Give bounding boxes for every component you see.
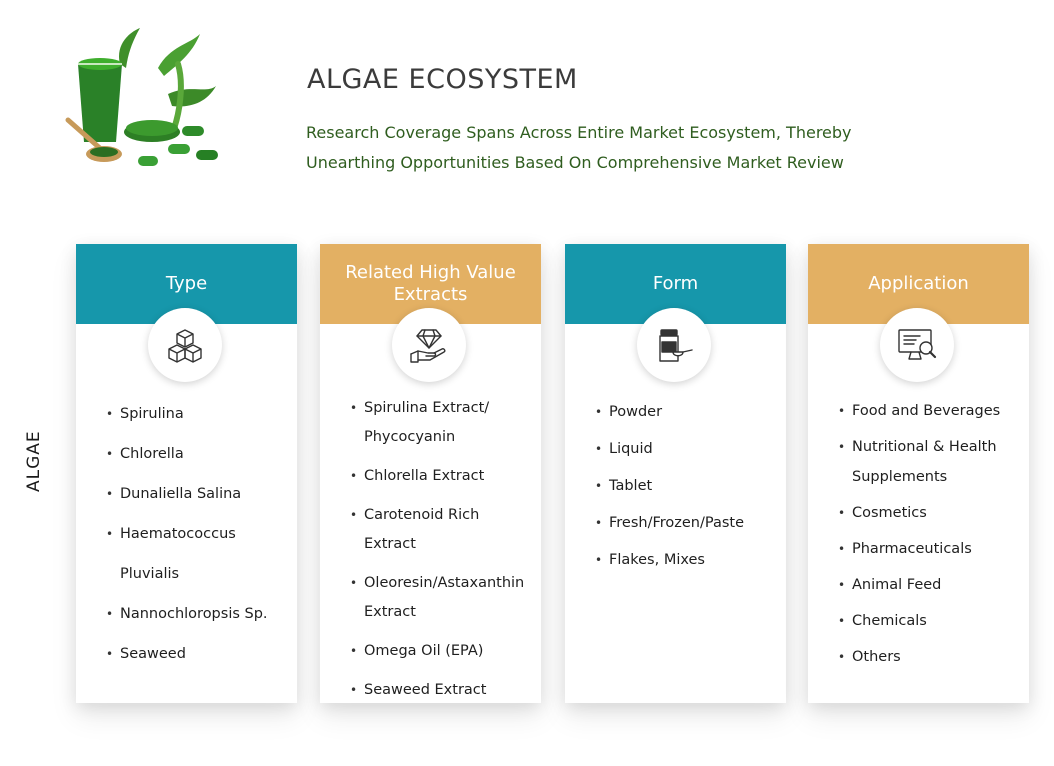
page-title: ALGAE ECOSYSTEM [307, 64, 578, 95]
extracts-list: Spirulina Extract/ Phycocyanin Chlorella… [350, 394, 533, 715]
type-list: Spirulina Chlorella Dunaliella Salina Ha… [106, 394, 289, 674]
algae-product-illustration [65, 28, 218, 166]
page-subtitle: Research Coverage Spans Across Entire Ma… [306, 118, 946, 178]
list-item: Chemicals [838, 606, 1021, 636]
list-item: Fresh/Frozen/Paste [595, 505, 778, 542]
list-item: Oleoresin/Astaxanthin Extract [350, 569, 539, 627]
cubes-icon [148, 308, 222, 382]
list-item: Others [838, 642, 1021, 672]
card-header-extracts: Related High Value Extracts [320, 244, 541, 324]
list-item: Seaweed Extract [350, 676, 533, 705]
list-item: Seaweed [106, 634, 289, 674]
list-item: Powder [595, 394, 778, 431]
list-item: Pluvialis [120, 566, 180, 582]
list-item: Pharmaceuticals [838, 534, 1021, 564]
list-item: Haematococcus [106, 514, 289, 554]
card-type: Type Spirulina Chlorella Dunaliella Sali… [76, 244, 297, 703]
list-item: Liquid [595, 431, 778, 468]
list-item: Tablet [595, 468, 778, 505]
card-extracts: Related High Value Extracts Spirulina Ex… [320, 244, 541, 705]
side-label-algae: ALGAE [24, 430, 44, 492]
list-item: Cosmetics [838, 498, 1021, 528]
list-item: Dunaliella Salina [106, 474, 289, 514]
list-item: Chlorella Extract [350, 462, 533, 491]
list-item: Spirulina [106, 394, 289, 434]
list-item: Animal Feed [838, 570, 1021, 600]
card-form: Form Powder Liquid Tablet Fresh/Frozen/P… [565, 244, 786, 703]
card-header-application: Application [808, 244, 1029, 324]
jar-scoop-icon [637, 308, 711, 382]
list-item: Flakes, Mixes [595, 542, 778, 579]
card-application: Application Food and Beverages Nutrition… [808, 244, 1029, 703]
list-item: Carotenoid Rich Extract [350, 501, 533, 559]
application-list: Food and Beverages Nutritional & Health … [838, 396, 1021, 678]
subtitle-line-2: Unearthing Opportunities Based On Compre… [306, 153, 844, 172]
list-item: Chlorella [106, 434, 289, 474]
list-item: Nutritional & Health Supplements [838, 432, 1012, 492]
subtitle-line-1: Research Coverage Spans Across Entire Ma… [306, 123, 852, 142]
monitor-search-icon [880, 308, 954, 382]
list-item: Omega Oil (EPA) [350, 637, 533, 666]
list-item: Food and Beverages [838, 396, 1021, 426]
diamond-hand-icon [392, 308, 466, 382]
list-item: Spirulina Extract/ Phycocyanin [350, 394, 514, 452]
list-item: Nannochloropsis Sp. [106, 594, 289, 634]
form-list: Powder Liquid Tablet Fresh/Frozen/Paste … [595, 394, 778, 579]
